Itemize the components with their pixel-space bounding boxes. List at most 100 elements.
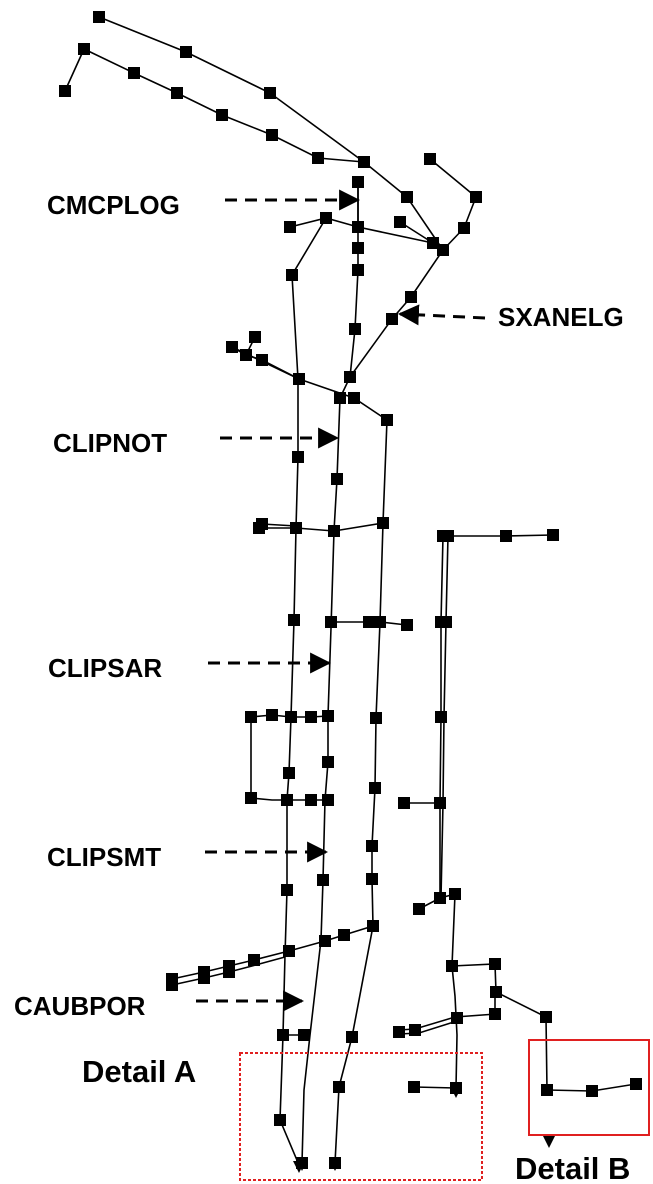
network-edge xyxy=(279,217,327,1166)
network-node xyxy=(434,797,446,809)
network-node xyxy=(437,244,449,256)
network-node xyxy=(317,874,329,886)
label-sxanelg: SXANELG xyxy=(498,302,624,332)
network-edge xyxy=(398,1020,458,1035)
network-node xyxy=(490,986,502,998)
network-node xyxy=(198,972,210,984)
network-node xyxy=(366,873,378,885)
network-node xyxy=(281,884,293,896)
network-node xyxy=(283,945,295,957)
network-node xyxy=(393,1026,405,1038)
network-node xyxy=(541,1084,553,1096)
network-node xyxy=(281,794,293,806)
network-node xyxy=(586,1085,598,1097)
network-node xyxy=(352,221,364,233)
network-node xyxy=(286,269,298,281)
network-node xyxy=(285,711,297,723)
network-node xyxy=(305,711,317,723)
label-clipsmt: CLIPSMT xyxy=(47,842,161,872)
label-cmcplog: CMCPLOG xyxy=(47,190,180,220)
network-node xyxy=(331,473,343,485)
network-node xyxy=(489,958,501,970)
network-node xyxy=(322,756,334,768)
network-node xyxy=(288,614,300,626)
network-edge xyxy=(64,47,365,163)
network-node xyxy=(266,709,278,721)
network-node xyxy=(346,1031,358,1043)
network-node xyxy=(630,1078,642,1090)
network-node xyxy=(293,373,305,385)
network-node xyxy=(381,414,393,426)
sxanelg-pointer xyxy=(397,304,486,326)
network-node xyxy=(367,920,379,932)
network-node xyxy=(449,888,461,900)
network-node xyxy=(547,529,559,541)
network-node xyxy=(358,156,370,168)
network-edge xyxy=(398,1013,497,1031)
network-node xyxy=(401,619,413,631)
network-node xyxy=(377,517,389,529)
network-node xyxy=(352,176,364,188)
network-edge xyxy=(429,158,477,251)
network-node xyxy=(319,935,331,947)
network-node xyxy=(500,530,512,542)
network-edge xyxy=(418,892,458,1089)
network-node xyxy=(292,451,304,463)
network-node xyxy=(427,237,439,249)
network-node xyxy=(283,767,295,779)
label-detail-a: Detail A xyxy=(82,1054,196,1089)
network-node xyxy=(363,616,375,628)
detail-a-box xyxy=(239,1052,483,1181)
network-node xyxy=(245,711,257,723)
network-node xyxy=(226,341,238,353)
network-node xyxy=(305,794,317,806)
label-clipnot: CLIPNOT xyxy=(53,428,167,458)
network-node xyxy=(223,966,235,978)
network-node xyxy=(408,1081,420,1093)
network-node xyxy=(424,153,436,165)
network-node xyxy=(540,1011,552,1023)
network-node xyxy=(322,710,334,722)
network-edge xyxy=(443,534,554,537)
network-node xyxy=(344,371,356,383)
network-node xyxy=(290,522,302,534)
flow-arrowhead xyxy=(543,1136,555,1148)
network-node xyxy=(171,87,183,99)
network-node xyxy=(333,1081,345,1093)
network-node xyxy=(248,954,260,966)
flow-arrowhead xyxy=(329,1159,341,1171)
network-node xyxy=(349,323,361,335)
network-node xyxy=(434,892,446,904)
network-node xyxy=(369,782,381,794)
network-node xyxy=(93,11,105,23)
network-edge xyxy=(289,217,434,244)
network-node xyxy=(284,221,296,233)
network-node xyxy=(78,43,90,55)
network-node xyxy=(370,712,382,724)
network-node xyxy=(216,109,228,121)
network-node xyxy=(386,313,398,325)
network-node xyxy=(322,794,334,806)
network-node xyxy=(256,354,268,366)
network-node xyxy=(128,67,140,79)
network-node xyxy=(277,1029,289,1041)
network-node xyxy=(312,152,324,164)
network-node xyxy=(59,85,71,97)
network-node xyxy=(328,525,340,537)
flow-arrowhead xyxy=(296,1159,308,1171)
network-node xyxy=(413,903,425,915)
network-node xyxy=(458,222,470,234)
network-node xyxy=(180,46,192,58)
network-node xyxy=(442,530,454,542)
label-clipsar: CLIPSAR xyxy=(48,653,162,683)
network-node xyxy=(451,1012,463,1024)
network-node xyxy=(405,291,417,303)
network-node xyxy=(398,797,410,809)
network-node xyxy=(489,1008,501,1020)
network-node xyxy=(446,960,458,972)
label-detail-b: Detail B xyxy=(515,1151,630,1184)
network-node xyxy=(256,518,268,530)
network-node xyxy=(440,616,452,628)
network-node xyxy=(338,929,350,941)
network-edge xyxy=(259,522,384,532)
